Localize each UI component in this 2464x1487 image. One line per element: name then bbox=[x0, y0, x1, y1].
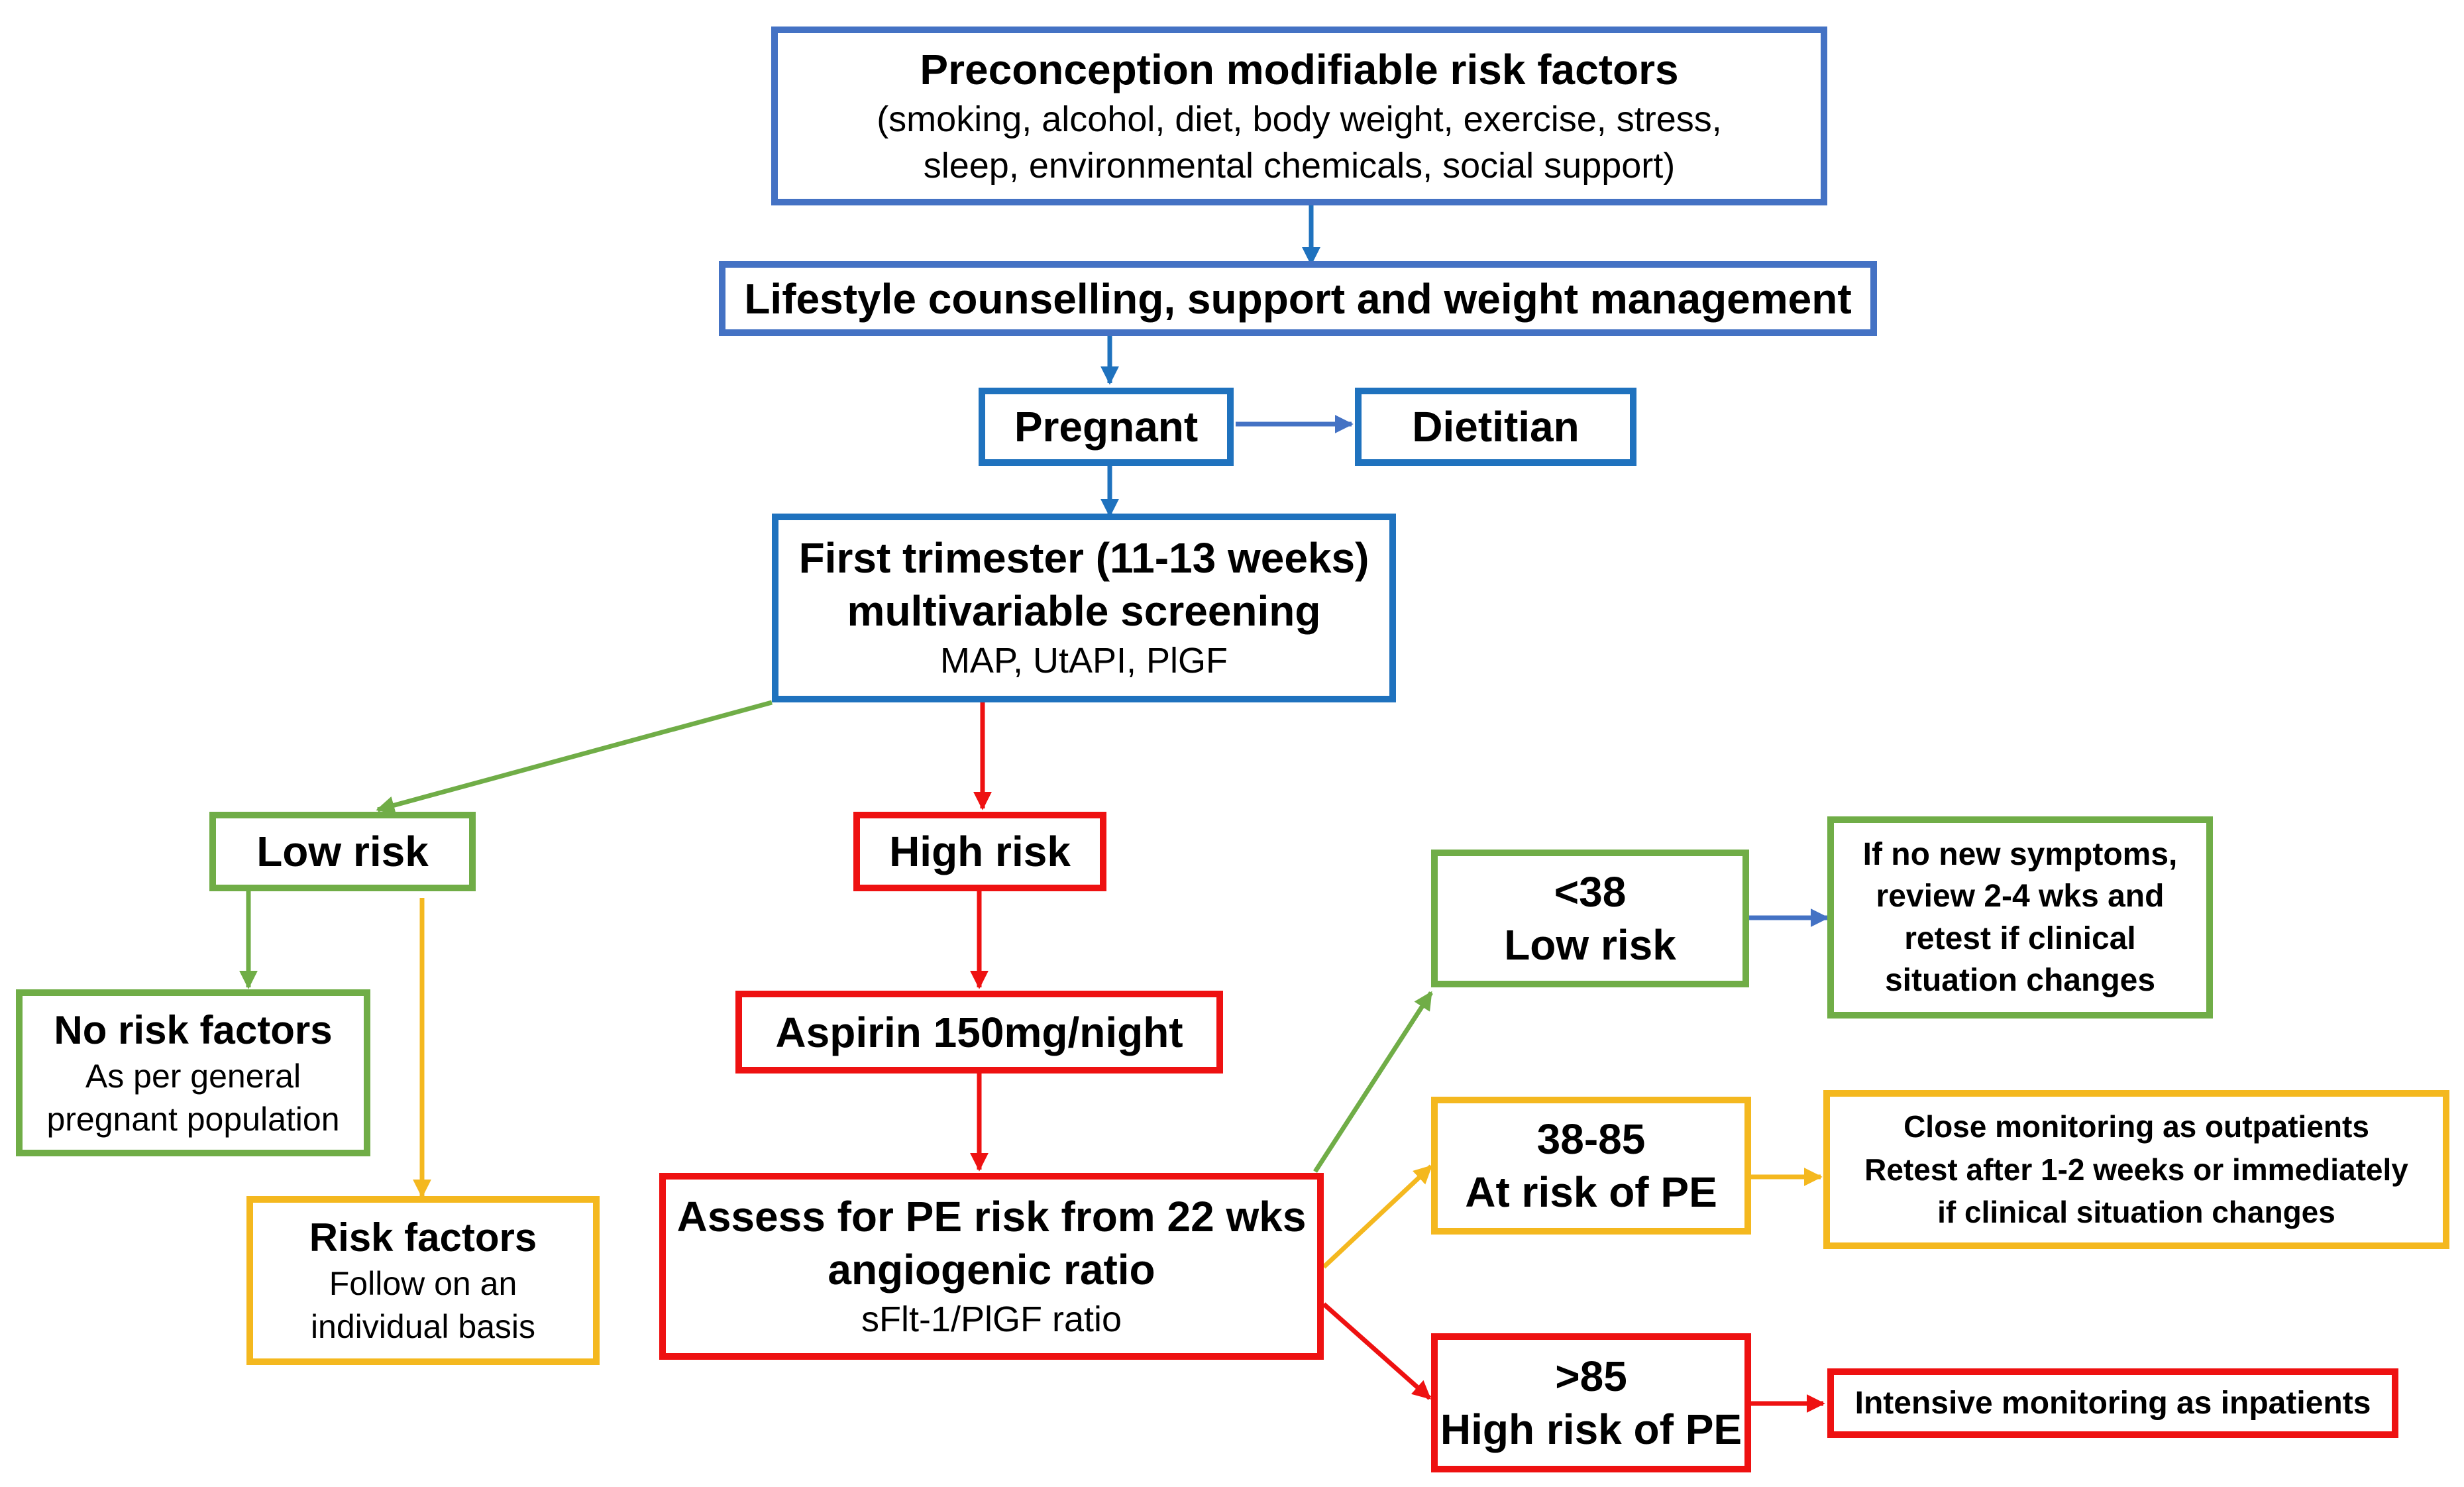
close-monitoring-line-3: if clinical situation changes bbox=[1937, 1195, 2335, 1230]
ratio-gt85-box: >85 High risk of PE bbox=[1431, 1333, 1751, 1472]
no-symptoms-line-4: situation changes bbox=[1884, 962, 2156, 998]
arrow-assess-to-gt85 bbox=[1322, 1302, 1432, 1400]
risk-factors-box: Risk factors Follow on an individual bas… bbox=[246, 1196, 600, 1365]
arrow-assess-to-38-85 bbox=[1322, 1164, 1433, 1269]
ratio-gt85-value: >85 bbox=[1555, 1352, 1627, 1400]
aspirin-title: Aspirin 150mg/night bbox=[775, 1008, 1183, 1056]
ratio-38-85-box: 38-85 At risk of PE bbox=[1431, 1097, 1751, 1235]
no-new-symptoms-box: If no new symptoms, review 2-4 wks and r… bbox=[1827, 816, 2213, 1019]
low-risk-title: Low risk bbox=[256, 828, 429, 875]
arrow-assess-to-lt38 bbox=[1313, 991, 1433, 1173]
risk-factors-line-1: Follow on an bbox=[329, 1265, 517, 1302]
no-risk-factors-title: No risk factors bbox=[54, 1007, 333, 1052]
arrow-first-trimester-to-low-risk bbox=[376, 700, 773, 814]
first-trimester-line-1: First trimester (11-13 weeks) bbox=[798, 534, 1369, 582]
preconception-line-1: (smoking, alcohol, diet, body weight, ex… bbox=[877, 99, 1722, 139]
aspirin-box: Aspirin 150mg/night bbox=[735, 991, 1223, 1074]
no-risk-factors-line-2: pregnant population bbox=[46, 1100, 340, 1138]
intensive-monitoring-box: Intensive monitoring as inpatients bbox=[1827, 1368, 2398, 1438]
close-monitoring-box: Close monitoring as outpatients Retest a… bbox=[1823, 1090, 2449, 1249]
close-monitoring-line-1: Close monitoring as outpatients bbox=[1903, 1109, 2369, 1144]
lifestyle-title: Lifestyle counselling, support and weigh… bbox=[744, 274, 1852, 323]
risk-factors-line-2: individual basis bbox=[310, 1308, 536, 1345]
first-trimester-line-2: multivariable screening bbox=[847, 587, 1321, 635]
ratio-gt85-label: High risk of PE bbox=[1440, 1405, 1742, 1453]
high-risk-title: High risk bbox=[889, 828, 1071, 875]
lifestyle-counselling-box: Lifestyle counselling, support and weigh… bbox=[719, 261, 1877, 336]
risk-factors-title: Risk factors bbox=[309, 1215, 537, 1260]
no-symptoms-line-1: If no new symptoms, bbox=[1862, 836, 2178, 872]
ratio-38-85-label: At risk of PE bbox=[1465, 1168, 1717, 1216]
pregnant-title: Pregnant bbox=[1014, 403, 1199, 451]
assess-ratio: sFlt-1/PlGF ratio bbox=[861, 1299, 1122, 1339]
no-risk-factors-line-1: As per general bbox=[85, 1057, 301, 1095]
ratio-38-85-value: 38-85 bbox=[1536, 1115, 1646, 1163]
ratio-lt38-box: <38 Low risk bbox=[1431, 850, 1749, 987]
assess-line-2: angiogenic ratio bbox=[828, 1245, 1155, 1294]
ratio-lt38-value: <38 bbox=[1554, 868, 1627, 916]
dietitian-box: Dietitian bbox=[1355, 388, 1636, 466]
preconception-title: Preconception modifiable risk factors bbox=[920, 45, 1679, 93]
intensive-title: Intensive monitoring as inpatients bbox=[1854, 1385, 2371, 1421]
first-trimester-markers: MAP, UtAPI, PlGF bbox=[939, 641, 1228, 681]
pregnant-box: Pregnant bbox=[979, 388, 1234, 466]
close-monitoring-line-2: Retest after 1-2 weeks or immediately bbox=[1864, 1152, 2408, 1187]
low-risk-box: Low risk bbox=[209, 812, 476, 891]
preconception-line-2: sleep, environmental chemicals, social s… bbox=[923, 146, 1676, 186]
first-trimester-screening-box: First trimester (11-13 weeks) multivaria… bbox=[772, 514, 1396, 702]
assess-pe-risk-box: Assess for PE risk from 22 wks angiogeni… bbox=[659, 1173, 1324, 1360]
no-symptoms-line-3: retest if clinical bbox=[1904, 920, 2136, 956]
ratio-lt38-label: Low risk bbox=[1504, 921, 1676, 969]
high-risk-box: High risk bbox=[853, 812, 1106, 891]
assess-line-1: Assess for PE risk from 22 wks bbox=[676, 1192, 1307, 1240]
dietitian-title: Dietitian bbox=[1412, 403, 1580, 451]
preconception-risk-factors-box: Preconception modifiable risk factors (s… bbox=[771, 27, 1827, 205]
no-symptoms-line-2: review 2-4 wks and bbox=[1876, 879, 2165, 914]
no-risk-factors-box: No risk factors As per general pregnant … bbox=[16, 989, 370, 1156]
